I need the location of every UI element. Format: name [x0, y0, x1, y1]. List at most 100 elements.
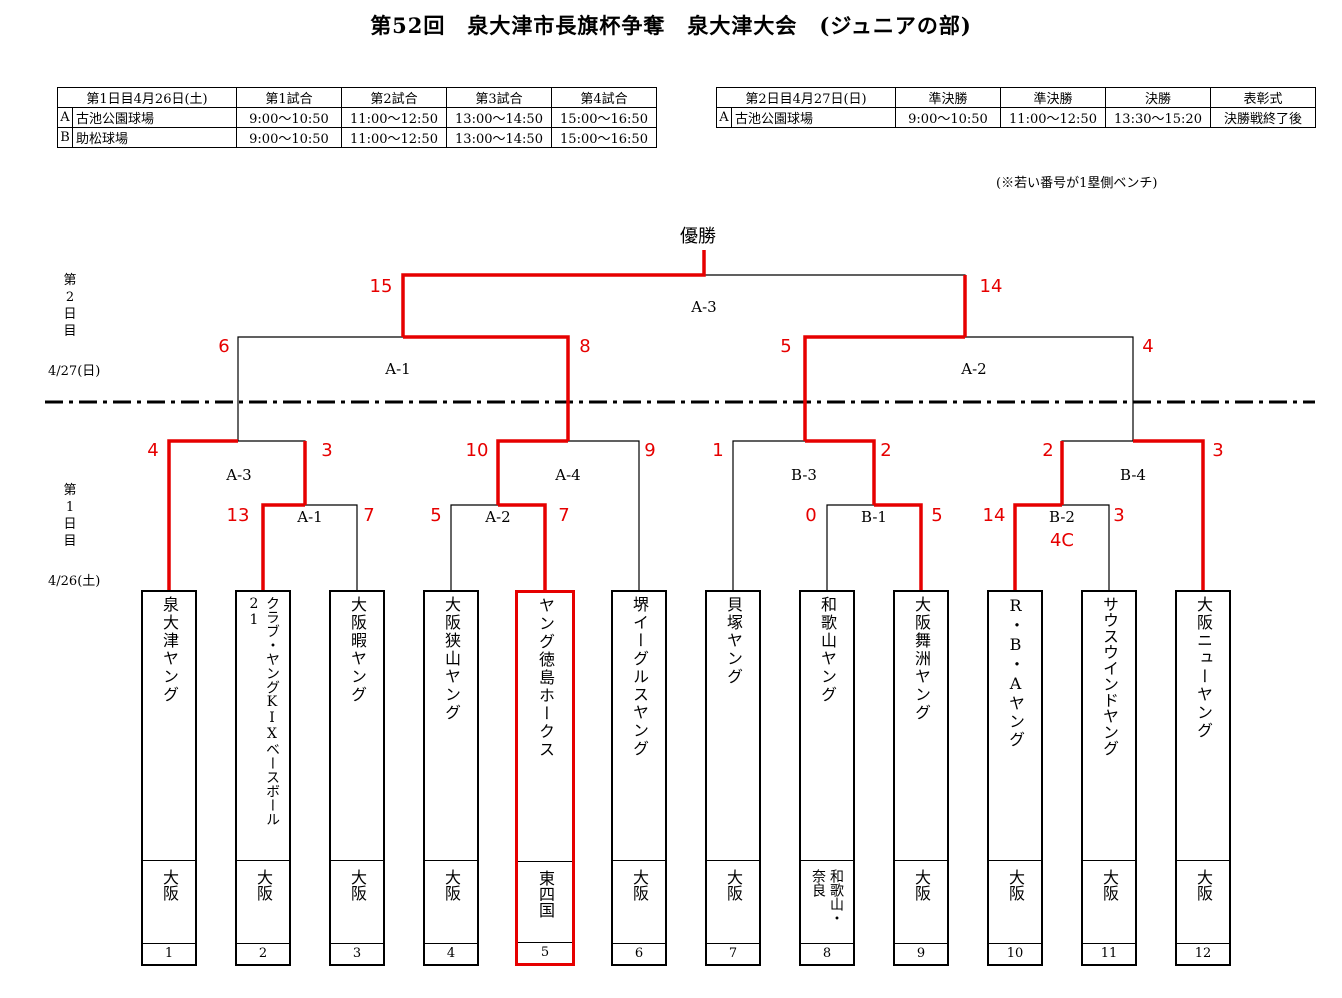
team-prefecture: 大阪 — [1100, 869, 1119, 901]
team-name: クラブ・ヤングKIXベースボール21 — [246, 596, 280, 826]
team-box: 和歌山ヤング 和歌山・奈良 8 — [799, 590, 855, 966]
champion-label: 優勝 — [680, 226, 716, 247]
day2-date: 4/27(日) — [48, 364, 101, 379]
time-cell: 決勝戦終了後 — [1210, 107, 1316, 128]
match-label-r1c: B-1 — [861, 508, 887, 526]
time-cell: 11:00～12:50 — [341, 127, 447, 148]
team-name: 大阪舞洲ヤング — [912, 596, 931, 722]
day2-label-char: 日 — [63, 307, 77, 322]
table-header-cell: 準決勝 — [895, 87, 1001, 108]
day1-label-char: 目 — [63, 534, 77, 549]
table-header-row: 第2日目4月27日(日) 準決勝 準決勝 決勝 表彰式 — [716, 87, 1316, 108]
score-r2c-left: 1 — [712, 440, 724, 461]
match-label-sf1: A-1 — [385, 360, 411, 378]
score-sf1-right: 8 — [579, 336, 591, 357]
team-number: 6 — [613, 943, 665, 964]
day1-label-char: 日 — [63, 517, 77, 532]
table-header-cell: 第1日目4月26日(土) — [57, 87, 237, 108]
score-r1b-right: 7 — [558, 505, 570, 526]
score-final-right: 14 — [979, 276, 1003, 297]
match-label-r2d: B-4 — [1120, 466, 1146, 484]
score-r2b-left: 10 — [465, 440, 489, 461]
team-number: 4 — [425, 943, 477, 964]
team-number: 5 — [518, 942, 572, 963]
win-path-r2a — [167, 439, 238, 590]
team-box: 大阪ニューヤング 大阪 12 — [1175, 590, 1231, 966]
team-prefecture: 大阪 — [1194, 869, 1213, 901]
score-sf2-left: 5 — [780, 336, 792, 357]
match-label-r2c: B-3 — [791, 466, 817, 484]
team-number: 7 — [707, 943, 759, 964]
team-prefecture: 大阪 — [160, 869, 179, 901]
win-path-r1d — [1013, 503, 1062, 590]
team-prefecture: 大阪 — [912, 869, 931, 901]
score-r2a-left: 4 — [147, 440, 159, 461]
team-number: 10 — [989, 943, 1041, 964]
team-name: ヤング徳島ホークス — [536, 597, 555, 759]
team-box: 貝塚ヤング 大阪 7 — [705, 590, 761, 966]
score-r2d-left: 2 — [1042, 440, 1054, 461]
score-r2c-right: 2 — [880, 440, 892, 461]
score-r1d-note: 4C — [1049, 530, 1075, 551]
score-r1c-right: 5 — [931, 505, 943, 526]
score-r1d-right: 3 — [1113, 505, 1125, 526]
bracket-sf2 — [804, 336, 1134, 441]
day2-schedule-table: 第2日目4月27日(日) 準決勝 準決勝 決勝 表彰式 A 古池公園球場 9:0… — [716, 87, 1316, 128]
team-number: 1 — [143, 943, 195, 964]
team-box: 大阪暇ヤング 大阪 3 — [329, 590, 385, 966]
win-path-r2c — [805, 439, 876, 505]
team-prefecture: 大阪 — [254, 869, 273, 901]
match-label-r2a: A-3 — [226, 466, 252, 484]
day1-label-char: 第 — [63, 483, 77, 498]
time-cell: 15:00～16:50 — [551, 127, 657, 148]
score-r2d-right: 3 — [1212, 440, 1224, 461]
day2-label: 第 2 日 目 — [62, 272, 78, 340]
score-sf2-right: 4 — [1142, 336, 1154, 357]
time-cell: 9:00～10:50 — [236, 127, 342, 148]
bench-note: (※若い番号が1塁側ベンチ) — [996, 176, 1158, 191]
bracket-sf1 — [237, 336, 569, 441]
win-path-final — [401, 250, 706, 337]
team-name: 大阪狭山ヤング — [442, 596, 461, 722]
team-name: 和歌山ヤング — [818, 596, 837, 704]
page-title: 第52回 泉大津市長旗杯争奪 泉大津大会 (ジュニアの部) — [370, 13, 972, 38]
score-r2a-right: 3 — [321, 440, 333, 461]
win-path-r1a — [261, 503, 305, 590]
table-header-cell: 第4試合 — [551, 87, 657, 108]
day1-label-char: 1 — [65, 500, 75, 515]
team-box-winner: ヤング徳島ホークス 東四国 5 — [515, 590, 575, 966]
day2-label-char: 目 — [63, 324, 77, 339]
match-label-r2b: A-4 — [555, 466, 581, 484]
win-path-sf1 — [403, 335, 570, 441]
team-name: 大阪ニューヤング — [1194, 596, 1213, 740]
team-name: 貝塚ヤング — [724, 596, 743, 686]
team-box: R・B・Aヤング 大阪 10 — [987, 590, 1043, 966]
time-cell: 9:00～10:50 — [236, 107, 342, 128]
team-box: 堺イーグルスヤング 大阪 6 — [611, 590, 667, 966]
day1-schedule-table: 第1日目4月26日(土) 第1試合 第2試合 第3試合 第4試合 A 古池公園球… — [57, 87, 657, 148]
team-box: 大阪舞洲ヤング 大阪 9 — [893, 590, 949, 966]
team-prefecture: 大阪 — [348, 869, 367, 901]
team-name: 泉大津ヤング — [160, 596, 179, 704]
day2-label-char: 第 — [63, 273, 77, 288]
score-sf1-left: 6 — [218, 336, 230, 357]
team-number: 11 — [1083, 943, 1135, 964]
table-header-cell: 第2日目4月27日(日) — [716, 87, 896, 108]
score-r1d-left: 14 — [982, 505, 1006, 526]
team-prefecture: 大阪 — [1006, 869, 1025, 901]
team-box: 泉大津ヤング 大阪 1 — [141, 590, 197, 966]
team-name: 大阪暇ヤング — [348, 596, 367, 704]
team-prefecture: 大阪 — [724, 869, 743, 901]
team-prefecture: 大阪 — [630, 869, 649, 901]
team-prefecture: 大阪 — [442, 869, 461, 901]
win-path-r1b — [498, 503, 547, 590]
venue-name: 助松球場 — [72, 127, 237, 148]
team-number: 12 — [1177, 943, 1229, 964]
day2-label-char: 2 — [65, 290, 75, 305]
score-r1a-right: 7 — [363, 505, 375, 526]
team-number: 3 — [331, 943, 383, 964]
team-name: サウスウインドヤング — [1100, 596, 1119, 756]
win-path-r2d — [1133, 439, 1205, 590]
score-final-left: 15 — [369, 276, 393, 297]
